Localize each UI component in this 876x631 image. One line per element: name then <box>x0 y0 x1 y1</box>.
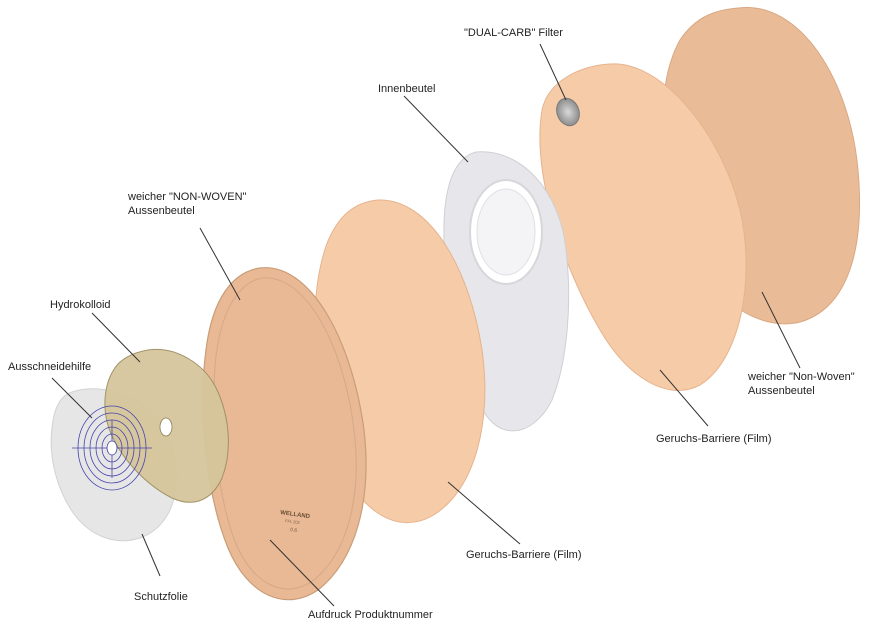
label-dual-carb-filter: "DUAL-CARB" Filter <box>464 26 563 40</box>
label-hydrokolloid: Hydrokolloid <box>50 298 111 312</box>
protective-film-center-hole <box>107 441 117 455</box>
pouch-print-line3: 0.6 <box>290 527 298 534</box>
label-non-woven-front-line1: weicher "NON-WOVEN" <box>128 190 246 204</box>
label-non-woven-front-line2: Aussenbeutel <box>128 204 246 218</box>
label-non-woven-right-line2: Aussenbeutel <box>748 384 855 398</box>
label-non-woven-right-line1: weicher "Non-Woven" <box>748 370 855 384</box>
label-ausschneidehilfe: Ausschneidehilfe <box>8 360 91 374</box>
label-aufdruck-produktnummer: Aufdruck Produktnummer <box>308 608 433 622</box>
label-non-woven-right: weicher "Non-Woven" Aussenbeutel <box>748 370 855 398</box>
label-geruchs-barriere-center: Geruchs-Barriere (Film) <box>466 548 582 562</box>
inner-bag-opening <box>477 189 535 275</box>
label-schutzfolie: Schutzfolie <box>134 590 188 604</box>
label-non-woven-front: weicher "NON-WOVEN" Aussenbeutel <box>128 190 246 218</box>
label-innenbeutel: Innenbeutel <box>378 82 436 96</box>
label-geruchs-barriere-right: Geruchs-Barriere (Film) <box>656 432 772 446</box>
hydrocolloid-center-hole <box>160 418 172 436</box>
